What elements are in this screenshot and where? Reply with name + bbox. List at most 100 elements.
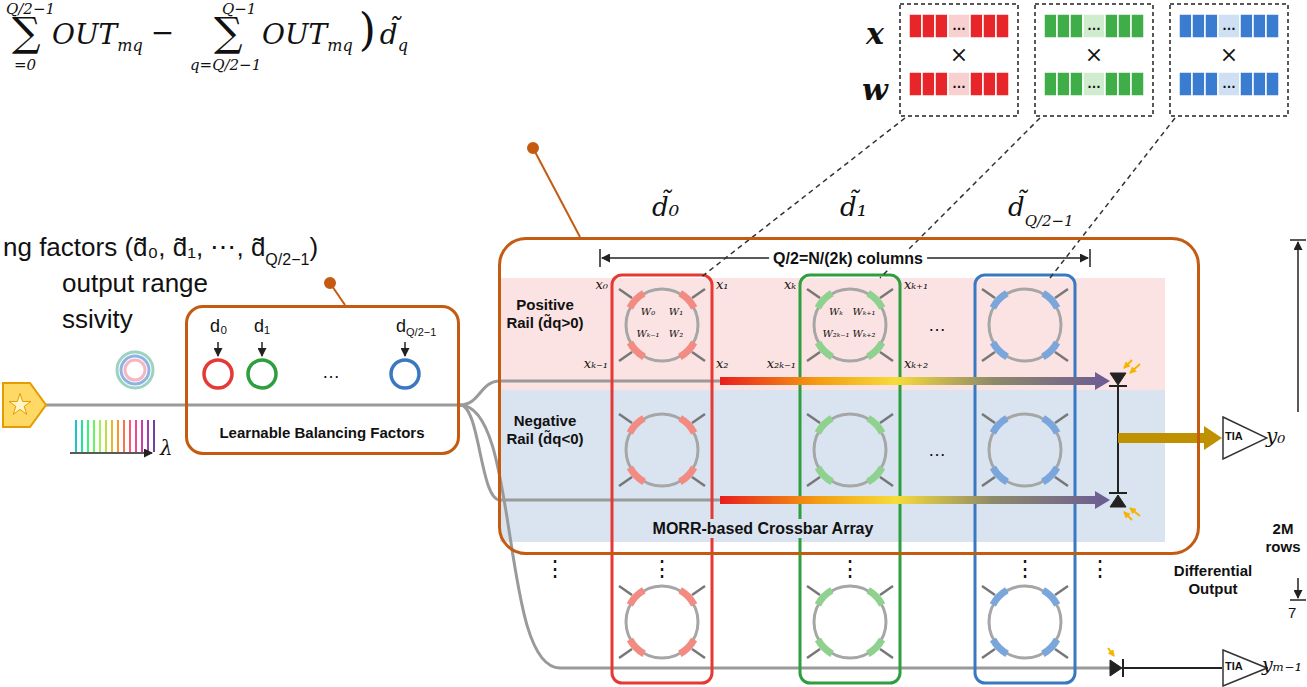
formula-text: OUT xyxy=(52,18,117,52)
formula-text: q=Q/2−1 xyxy=(190,56,261,74)
photodetector xyxy=(1122,659,1124,677)
morr-ring xyxy=(619,414,632,423)
morr-ring xyxy=(627,415,646,434)
vector-cell xyxy=(1218,14,1240,38)
laser-source xyxy=(3,383,46,427)
vector-element: × xyxy=(950,42,968,68)
laser-star xyxy=(9,393,31,414)
light-arrow xyxy=(1108,648,1114,656)
morr-ring xyxy=(678,638,697,657)
balancing-box: Learnable Balancing Factors xyxy=(185,305,460,455)
morr-ring xyxy=(982,586,995,595)
light-arrow xyxy=(1130,364,1140,373)
morr-ring xyxy=(619,649,632,658)
wavelength-line xyxy=(117,420,119,452)
formula-text: d̃ xyxy=(380,18,398,52)
wavelength-line xyxy=(87,420,89,452)
morr-ring xyxy=(989,586,1061,658)
callout-line xyxy=(330,283,345,305)
morr-ring xyxy=(880,477,893,486)
morr-ring xyxy=(619,289,632,298)
morr-ring xyxy=(866,341,885,360)
morr-ring xyxy=(814,586,886,658)
ellipsis: ⋮ xyxy=(839,556,861,582)
laser-star xyxy=(9,393,31,414)
morr-port-label: xₖ₊₂ xyxy=(904,356,928,372)
wavelength-line xyxy=(111,420,113,452)
vector-cell xyxy=(1070,14,1083,38)
node-title: TIA xyxy=(1225,660,1243,673)
row-dimension xyxy=(1290,239,1306,241)
balancing-ring xyxy=(204,360,419,388)
morr-ring xyxy=(619,352,632,361)
morr-ring xyxy=(619,477,632,486)
column-outline xyxy=(800,275,900,683)
morr-ring xyxy=(627,341,646,360)
signal-arrow xyxy=(720,491,1110,509)
morr-ring xyxy=(866,290,885,309)
balancing-factor: d₀ xyxy=(210,316,227,338)
morr-ring xyxy=(982,289,995,298)
vector-label: x xyxy=(866,16,884,52)
vector-cell xyxy=(1057,14,1070,38)
vector-cell xyxy=(909,14,922,38)
morr-ring xyxy=(982,414,995,423)
comb-rings xyxy=(117,352,153,388)
row-dimension xyxy=(1297,242,1299,412)
morr-ring xyxy=(990,587,1009,606)
morr-ring xyxy=(814,414,886,486)
comb-rings xyxy=(117,352,153,388)
vector-cell xyxy=(1083,14,1105,38)
column-dimension xyxy=(1089,249,1091,267)
morr-ring xyxy=(1041,587,1060,606)
vector-cell xyxy=(1105,14,1118,38)
morr-port-label: x₂ xyxy=(716,356,729,372)
morr-port-label: x₀ xyxy=(595,277,608,293)
morr-port-label: xₖ₋₁ xyxy=(584,356,608,372)
amplifier-symbol xyxy=(1222,416,1268,460)
morr-ring xyxy=(982,586,1068,658)
morr-ring xyxy=(815,638,834,657)
morr-port-label: W₁ xyxy=(669,306,683,318)
vector-cell xyxy=(1083,72,1105,96)
balancing-factor: d₁ xyxy=(254,316,270,338)
photodetector xyxy=(1124,667,1222,669)
formula-text: q xyxy=(398,36,408,55)
morr-ring xyxy=(619,586,632,595)
connector xyxy=(1200,433,1208,443)
vector-element: … xyxy=(1087,75,1101,92)
vector-box xyxy=(1170,4,1288,116)
formula-text: =0 xyxy=(14,56,36,74)
wavelength-line xyxy=(141,420,143,452)
morr-ring xyxy=(880,352,893,361)
wavelength-line xyxy=(147,420,149,452)
tuning-arrow xyxy=(261,342,263,356)
vector-element: … xyxy=(1087,17,1101,34)
node-title: Q/2=N/(2k) columns xyxy=(769,249,927,268)
morr-ring xyxy=(619,586,705,658)
morr-ring xyxy=(619,289,1068,658)
ellipsis: ⋮ xyxy=(544,556,566,582)
vector-cell xyxy=(996,72,1009,96)
vector-cell xyxy=(1131,72,1144,96)
waveguide xyxy=(500,380,720,383)
morr-ring xyxy=(807,414,893,486)
column-outline xyxy=(612,275,712,683)
morr-ring xyxy=(1041,341,1060,360)
column-factor: d̃₁ xyxy=(840,192,867,223)
waveguide xyxy=(500,499,720,502)
morr-ring xyxy=(1055,289,1068,298)
photodetector xyxy=(1110,660,1122,676)
ellipsis: ⋮ xyxy=(651,556,673,582)
morr-ring xyxy=(815,415,834,434)
positive-rail-ground xyxy=(500,278,1165,390)
vector-element: … xyxy=(1222,17,1236,34)
morr-ring xyxy=(678,587,697,606)
morr-ring xyxy=(866,415,885,434)
vector-cell xyxy=(1253,14,1266,38)
column-factor: d̃ xyxy=(1008,192,1025,223)
morr-ring xyxy=(807,586,893,658)
vector-box xyxy=(900,4,1288,116)
vector-cell xyxy=(1205,72,1218,96)
column-factor: d̃₀ xyxy=(652,192,679,223)
